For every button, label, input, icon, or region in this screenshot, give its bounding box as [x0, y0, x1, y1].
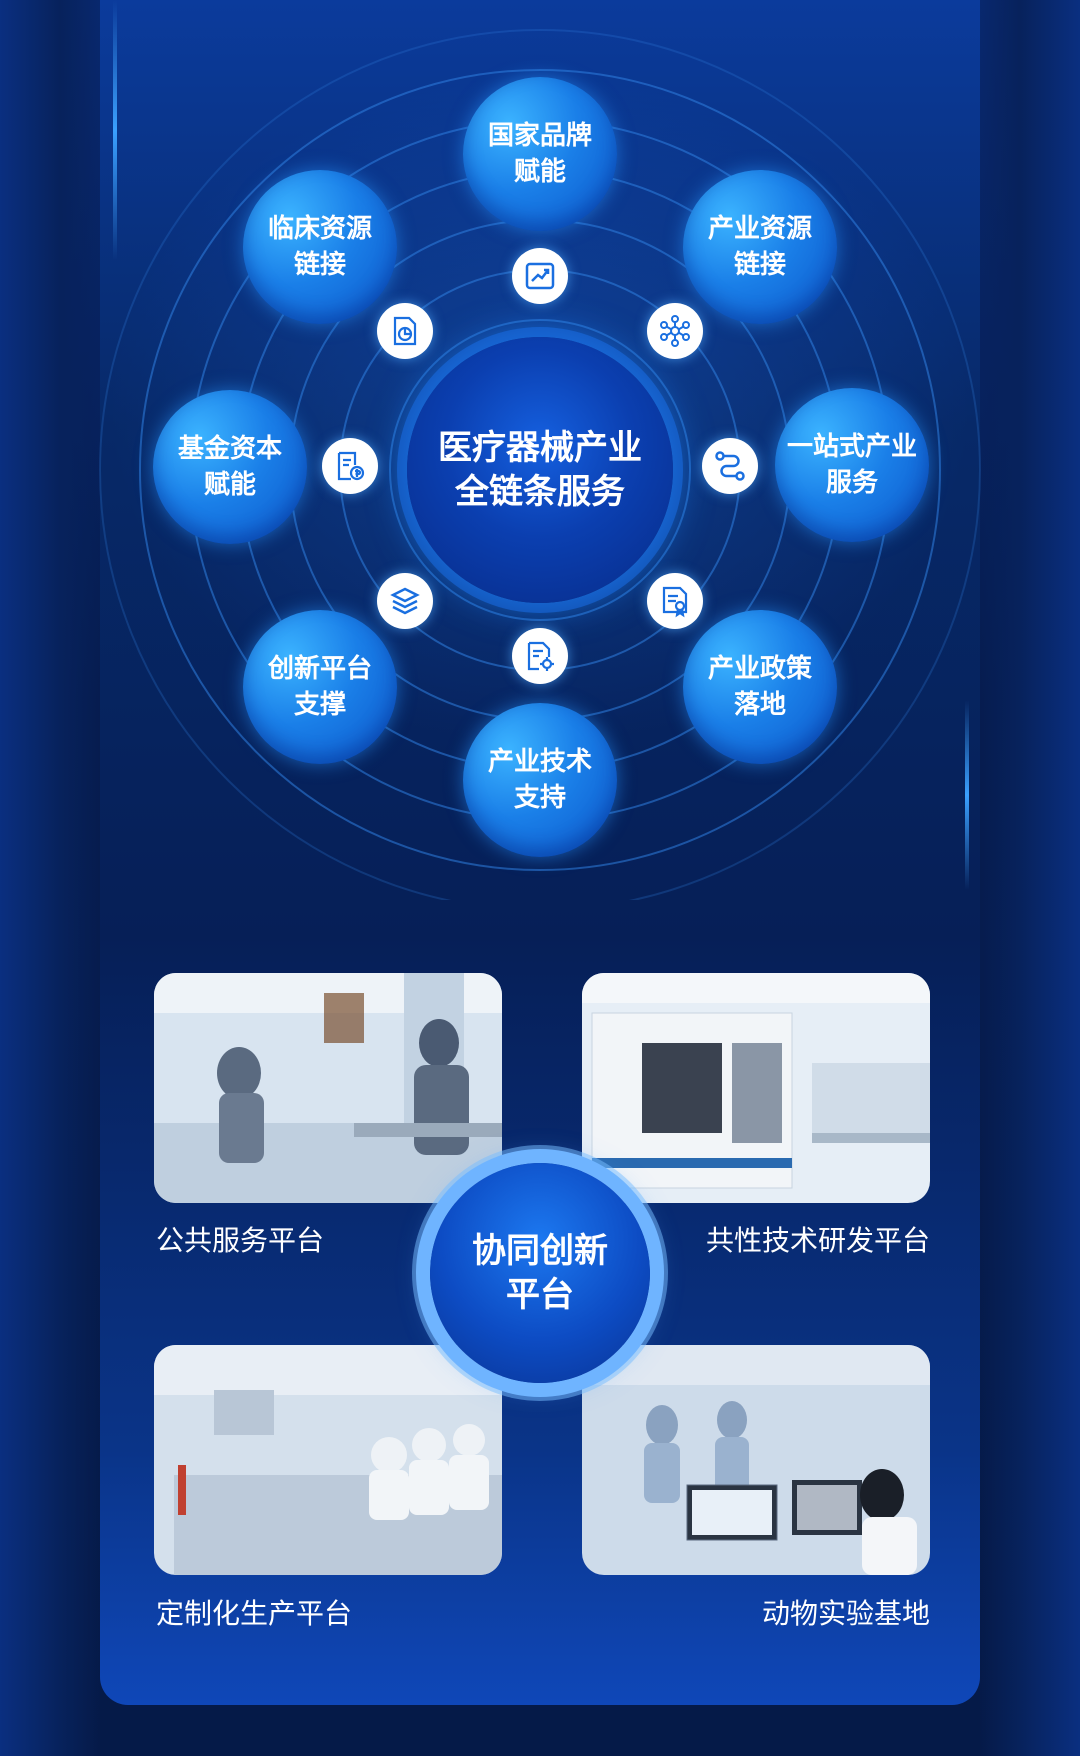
doc-gear-icon	[512, 628, 568, 684]
glow-line-right	[965, 700, 969, 890]
node-label: 一站式产业 服务	[786, 432, 917, 498]
caption-custom-production: 定制化生产平台	[156, 1597, 353, 1630]
node-label: 产业技术 支持	[487, 747, 592, 813]
certificate-doc-icon	[647, 573, 703, 629]
photo-animal-lab	[582, 1345, 930, 1575]
photo-rnd-equipment	[582, 973, 930, 1203]
node-clinical-resource: 临床资源 链接	[243, 170, 397, 324]
network-icon	[647, 303, 703, 359]
photo-public-service-lab	[154, 973, 502, 1203]
report-chart-icon	[377, 303, 433, 359]
node-one-stop-service: 一站式产业 服务	[775, 388, 929, 542]
caption-public-service: 公共服务平台	[156, 1224, 325, 1257]
node-policy-landing: 产业政策 落地	[683, 610, 837, 764]
flow-path-icon	[702, 438, 758, 494]
node-industry-resource: 产业资源 链接	[683, 170, 837, 324]
node-fund-capital: 基金资本 赋能	[153, 390, 307, 544]
trend-chart-icon	[512, 248, 568, 304]
hub-title: 协同创新 平台	[472, 1231, 608, 1315]
node-label: 国家品牌 赋能	[487, 121, 592, 187]
caption-rnd-platform: 共性技术研发平台	[705, 1224, 930, 1257]
right-edge-decoration	[980, 0, 1080, 1756]
node-label: 产业资源 链接	[707, 214, 812, 280]
node-innovation-platform: 创新平台 支撑	[243, 610, 397, 764]
node-brand-empowerment: 国家品牌 赋能	[463, 77, 617, 231]
collab-innovation-hub: 协同创新 平台	[430, 1163, 650, 1383]
photo-custom-production	[154, 1345, 502, 1575]
node-label: 创新平台 支撑	[267, 654, 372, 720]
node-tech-support: 产业技术 支持	[463, 703, 617, 857]
caption-animal-lab: 动物实验基地	[761, 1597, 930, 1630]
center-core-circle: 医疗器械产业 全链条服务	[407, 337, 673, 603]
center-title: 医疗器械产业 全链条服务	[438, 428, 642, 512]
glow-line-left	[113, 0, 117, 260]
node-label: 产业政策 落地	[707, 654, 812, 720]
left-edge-decoration	[0, 0, 100, 1756]
layers-icon	[377, 573, 433, 629]
node-label: 基金资本 赋能	[177, 434, 282, 500]
node-label: 临床资源 链接	[267, 214, 372, 280]
finance-doc-icon	[322, 438, 378, 494]
